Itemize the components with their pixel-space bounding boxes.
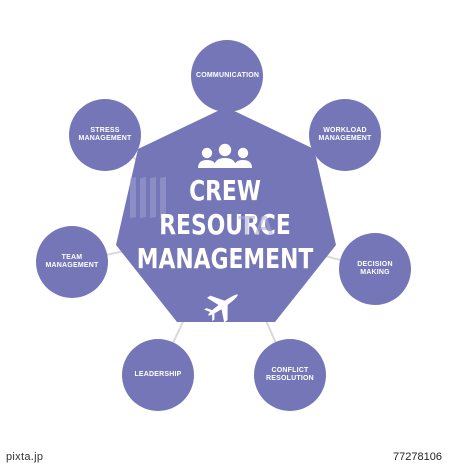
node-team-management: TEAM MANAGEMENT [36,226,108,298]
watermark-text: TA [238,210,276,241]
node-label: DECISION MAKING [357,261,393,276]
node-conflict-resolution: CONFLICT RESOLUTION [254,339,326,411]
footer-bar [0,447,450,469]
watermark-logo [130,176,166,219]
node-label: LEADERSHIP [134,371,182,378]
node-label: STRESS MANAGEMENT [78,127,132,142]
title-line-1: CREW [189,174,261,207]
brand-text: pixta.jp [6,451,44,463]
node-stress-management: STRESS MANAGEMENT [69,99,141,171]
central-heptagon [116,107,336,322]
node-decision-making: DECISION MAKING [339,233,411,305]
people-group-icon [198,143,252,168]
node-workload-management: WORKLOAD MANAGEMENT [309,99,381,171]
node-label: COMMUNICATION [196,72,260,79]
node-leadership: LEADERSHIP [122,339,194,411]
title-line-3: MANAGEMENT [136,242,314,275]
airplane-icon [204,294,238,323]
node-label: CONFLICT RESOLUTION [266,367,314,382]
image-id: 77278106 [393,451,442,463]
node-communication: COMMUNICATION [191,40,263,112]
node-label: WORKLOAD MANAGEMENT [318,127,372,142]
node-label: TEAM MANAGEMENT [45,254,99,269]
title-line-2: RESOURCE [159,208,291,241]
